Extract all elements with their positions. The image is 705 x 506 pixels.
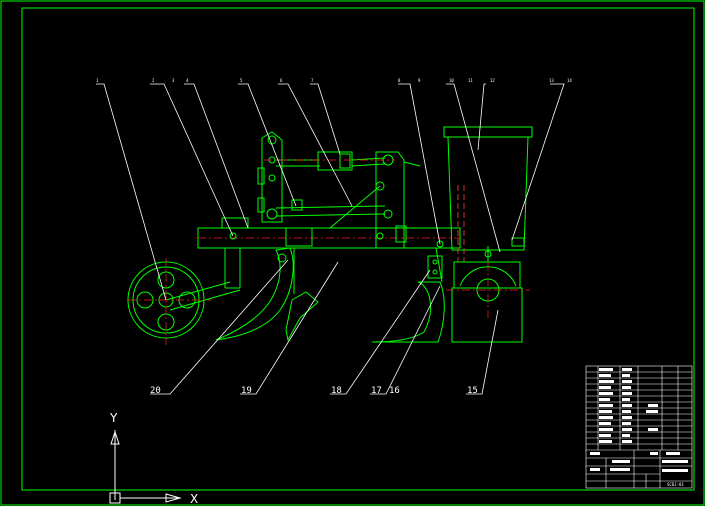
title-block [585, 365, 693, 489]
callout-4: 4 [186, 78, 189, 83]
depth-wheel [127, 258, 241, 345]
furrow-opener [371, 240, 445, 343]
callout-6: 6 [280, 78, 283, 83]
y-axis-label: Y [109, 411, 118, 425]
callout-16: 16 [389, 386, 400, 396]
callout-3: 3 [172, 78, 175, 83]
callouts-bottom: 20 19 18 17 16 15 [150, 386, 478, 396]
seed-hopper-assembly [443, 126, 533, 343]
callout-18: 18 [331, 386, 342, 396]
callout-19: 19 [241, 386, 252, 396]
callout-14: 14 [567, 78, 572, 83]
drawing-border [21, 7, 695, 491]
main-frame-beam [197, 217, 461, 289]
callout-8: 8 [398, 78, 401, 83]
x-axis-label: X [190, 492, 198, 506]
callout-11: 11 [468, 78, 473, 83]
callouts-top: 1 2 3 4 5 6 7 8 9 10 11 12 13 14 [96, 78, 572, 83]
part-number: SCDJ-01 [667, 482, 684, 487]
callout-20: 20 [150, 386, 161, 396]
callout-10: 10 [449, 78, 454, 83]
ucs-axis-icon [109, 430, 182, 504]
callout-15: 15 [467, 386, 478, 396]
callout-17: 17 [371, 386, 382, 396]
leader-lines [96, 83, 565, 395]
callout-13: 13 [549, 78, 554, 83]
callout-2: 2 [152, 78, 155, 83]
subsoiler-shank [215, 227, 319, 342]
parallel-linkage [257, 131, 421, 249]
callout-9: 9 [418, 78, 421, 83]
callout-1: 1 [96, 78, 99, 83]
callout-5: 5 [240, 78, 243, 83]
callout-7: 7 [311, 78, 314, 83]
callout-12: 12 [490, 78, 495, 83]
